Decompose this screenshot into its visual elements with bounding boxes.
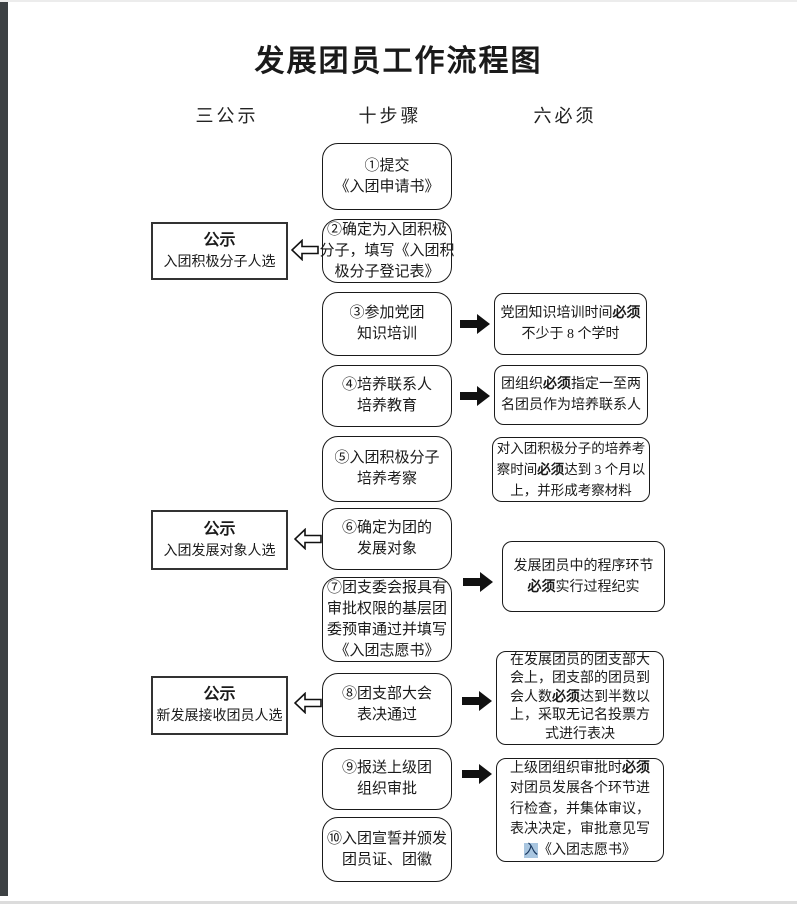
right-arrow-icon (461, 762, 493, 786)
publicity-box-3-subtitle: 新发展接收团员人选 (156, 709, 283, 724)
publicity-box-1-subtitle: 入团积极分子人选 (163, 254, 276, 270)
must-box-5: 在发展团员的团支部大会上，团支部的团员到会人数必须达到半数以上，采取无记名投票方… (496, 651, 664, 745)
column-header-six-musts: 六必须 (533, 106, 597, 126)
must-box-1: 党团知识培训时间必须不少于 8 个学时 (494, 293, 647, 355)
step-box-1: ①提交《入团申请书》 (322, 143, 452, 210)
left-arrow-icon (293, 691, 322, 715)
right-arrow-icon (459, 384, 491, 408)
right-arrow-icon (462, 570, 494, 594)
step-box-7: ⑦团支委会报具有审批权限的基层团委预审通过并填写《入团志愿书》 (322, 577, 452, 662)
publicity-box-2: 公示 入团发展对象人选 (151, 510, 288, 570)
step-box-6: ⑥确定为团的发展对象 (322, 508, 452, 570)
page-bottom-edge (0, 901, 797, 904)
must-box-4: 发展团员中的程序环节必须实行过程纪实 (502, 541, 665, 612)
step-box-2: ②确定为入团积极分子，填写《入团积极分子登记表》 (320, 219, 455, 283)
right-arrow-icon (459, 312, 491, 336)
must-box-6: 上级团组织审批时必须对团员发展各个环节进行检查，并集体审议，表决决定，审批意见写… (496, 758, 664, 862)
step-box-8: ⑧团支部大会表决通过 (322, 673, 452, 737)
must-box-2: 团组织必须指定一至两名团员作为培养联系人 (494, 365, 648, 425)
publicity-box-3-title: 公示 (203, 686, 236, 703)
step-box-9: ⑨报送上级团组织审批 (322, 748, 452, 810)
step-box-10: ⑩入团宣誓并颁发团员证、团徽 (322, 817, 452, 882)
publicity-box-2-title: 公示 (203, 520, 236, 538)
publicity-box-1: 公示 入团积极分子人选 (151, 222, 288, 280)
publicity-box-2-subtitle: 入团发展对象人选 (163, 543, 276, 559)
page-left-edge (0, 0, 8, 896)
publicity-box-1-title: 公示 (203, 231, 236, 249)
step-box-3: ③参加党团知识培训 (322, 292, 452, 356)
step-box-5: ⑤入团积极分子培养考察 (322, 436, 452, 502)
step-box-4: ④培养联系人培养教育 (322, 365, 452, 427)
page-top-edge (0, 0, 797, 2)
page-title: 发展团员工作流程图 (254, 45, 543, 78)
left-arrow-icon (290, 238, 319, 262)
column-header-three-publicity: 三公示 (195, 106, 259, 126)
left-arrow-icon (293, 527, 322, 551)
column-header-ten-steps: 十步骤 (358, 106, 422, 126)
right-arrow-icon (461, 689, 493, 713)
must-box-3: 对入团积极分子的培养考察时间必须达到 3 个月以上，并形成考察材料 (492, 437, 650, 502)
publicity-box-3: 公示 新发展接收团员人选 (151, 676, 288, 735)
